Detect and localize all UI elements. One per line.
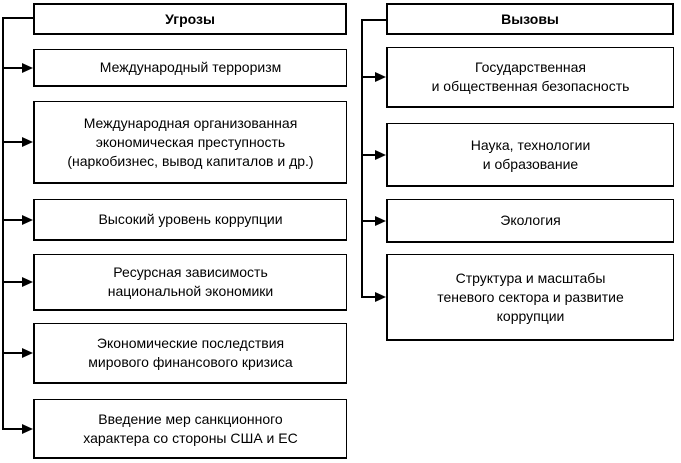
challenge-box-ecology: Экология bbox=[386, 199, 674, 243]
arrow-right-icon bbox=[22, 348, 33, 358]
challenge-box-shadow-sector: Структура и масштабы теневого сектора и … bbox=[386, 254, 674, 341]
threat-box-resource-dependence: Ресурсная зависимость национальной эконо… bbox=[33, 254, 347, 311]
challenges-header-box: Вызовы bbox=[386, 3, 674, 35]
left-spine-line bbox=[2, 17, 4, 430]
threat-box-financial-crisis: Экономические последствия мирового финан… bbox=[33, 323, 347, 384]
threats-header-box: Угрозы bbox=[33, 3, 347, 35]
arrow-right-icon bbox=[375, 72, 386, 82]
challenge-box-public-security: Государственная и общественная безопасно… bbox=[386, 47, 674, 108]
left-branch-line bbox=[2, 67, 24, 69]
threat-box-international-terrorism: Международный терроризм bbox=[33, 49, 347, 87]
arrow-right-icon bbox=[22, 137, 33, 147]
challenge-box-science-education: Наука, технологии и образование bbox=[386, 123, 674, 187]
right-header-connector-line bbox=[361, 19, 386, 21]
arrow-right-icon bbox=[375, 150, 386, 160]
left-branch-line bbox=[2, 281, 24, 283]
left-branch-line bbox=[2, 219, 24, 221]
left-branch-line bbox=[2, 428, 24, 430]
arrow-right-icon bbox=[375, 292, 386, 302]
threat-box-corruption-level: Высокий уровень коррупции bbox=[33, 199, 347, 241]
left-header-connector-line bbox=[2, 17, 33, 19]
left-branch-line bbox=[2, 141, 24, 143]
left-branch-line bbox=[2, 352, 24, 354]
arrow-right-icon bbox=[375, 216, 386, 226]
arrow-right-icon bbox=[22, 424, 33, 434]
arrow-right-icon bbox=[22, 277, 33, 287]
right-branch-line bbox=[361, 76, 377, 78]
right-branch-line bbox=[361, 154, 377, 156]
threat-box-organized-crime: Международная организованная экономическ… bbox=[33, 101, 347, 184]
right-branch-line bbox=[361, 220, 377, 222]
arrow-right-icon bbox=[22, 63, 33, 73]
arrow-right-icon bbox=[22, 215, 33, 225]
right-branch-line bbox=[361, 296, 377, 298]
threat-box-sanctions: Введение мер санкционного характера со с… bbox=[33, 399, 347, 459]
right-spine-line bbox=[361, 19, 363, 298]
